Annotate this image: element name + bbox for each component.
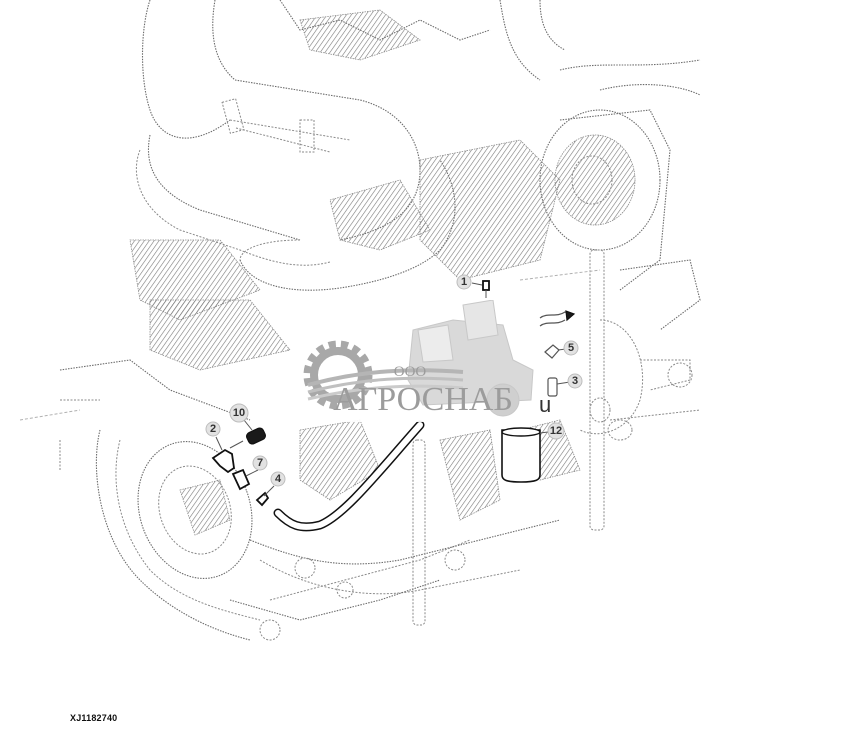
highlighted-parts [211, 280, 576, 532]
watermark-company-name: АГРОСНАБ [333, 381, 513, 418]
part-1-bolt [482, 280, 490, 298]
figure-id-label: XJ1182740 [70, 713, 118, 723]
stray-text: u [539, 392, 552, 417]
watermark-logo: ООО АГРОСНАБ [303, 299, 534, 418]
part-7-connector [231, 468, 251, 491]
part-2-elbow [211, 448, 235, 474]
harvester-icon [407, 299, 534, 417]
watermark-prefix: ООО [394, 364, 427, 380]
part-12-filter [501, 427, 549, 483]
watermark-panel: ООО АГРОСНАБ [303, 299, 535, 422]
part-10-nut [229, 427, 266, 449]
callout-leaders [215, 282, 571, 497]
part-4-fitting [255, 491, 270, 507]
